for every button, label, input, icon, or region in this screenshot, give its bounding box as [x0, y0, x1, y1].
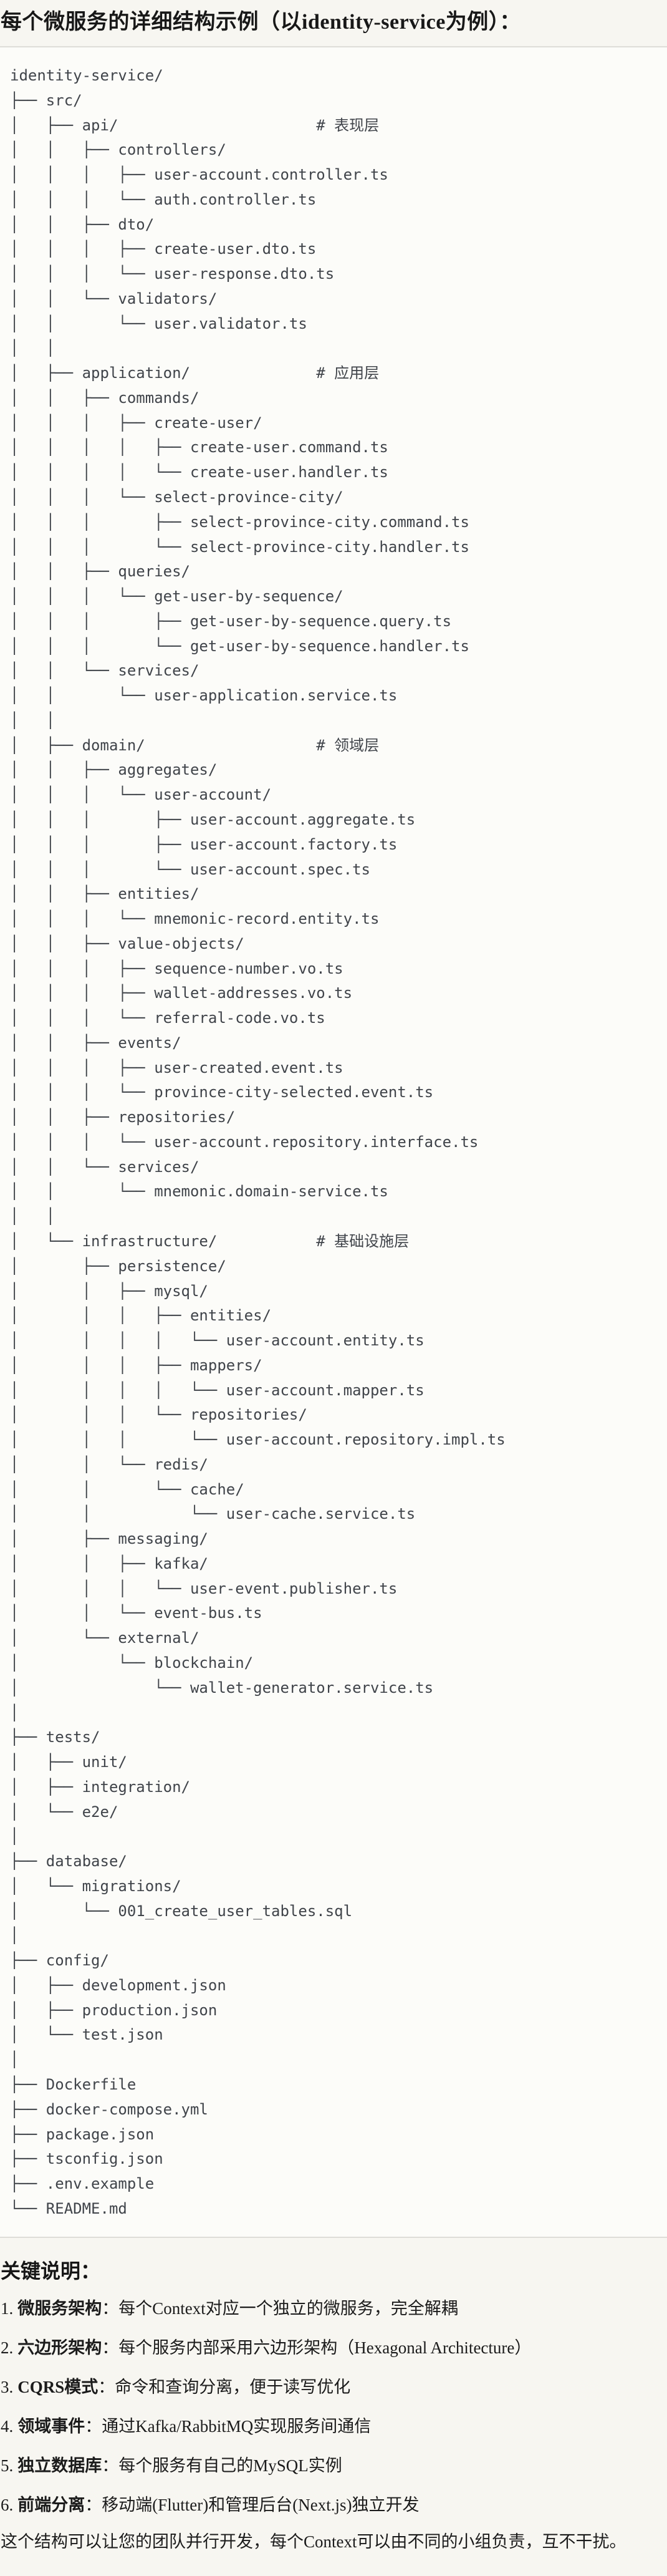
note-label: 前端分离: [17, 2495, 85, 2514]
note-description: ：每个服务内部采用六边形架构（Hexagonal Architecture）: [102, 2338, 532, 2357]
note-number: 4.: [1, 2416, 14, 2436]
notes-section: 关键说明： 1.微服务架构：每个Context对应一个独立的微服务，完全解耦 2…: [0, 2259, 667, 2552]
note-description: ：移动端(Flutter)和管理后台(Next.js)独立开发: [85, 2495, 420, 2514]
notes-heading: 关键说明：: [1, 2259, 101, 2282]
note-label: 独立数据库: [17, 2456, 102, 2475]
note-number: 5.: [1, 2456, 14, 2475]
note-label: 领域事件: [17, 2416, 85, 2436]
document-page: 每个微服务的详细结构示例（以identity-service为例）： ident…: [0, 8, 667, 2552]
note-description: ：通过Kafka/RabbitMQ实现服务间通信: [85, 2416, 372, 2436]
note-number: 2.: [1, 2338, 14, 2357]
page-title: 每个微服务的详细结构示例（以identity-service为例）：: [1, 11, 521, 34]
note-item-2: 2.六边形架构：每个服务内部采用六边形架构（Hexagonal Architec…: [1, 2338, 662, 2358]
note-item-5: 5.独立数据库：每个服务有自己的MySQL实例: [1, 2456, 662, 2476]
note-label: 微服务架构: [17, 2298, 102, 2318]
note-number: 6.: [1, 2495, 14, 2514]
note-item-6: 6.前端分离：移动端(Flutter)和管理后台(Next.js)独立开发: [1, 2496, 662, 2515]
note-item-4: 4.领域事件：通过Kafka/RabbitMQ实现服务间通信: [1, 2417, 662, 2436]
directory-tree-codeblock: identity-service/ ├── src/ │ ├── api/ # …: [0, 46, 667, 2238]
note-description: ：每个服务有自己的MySQL实例: [102, 2456, 342, 2475]
closing-paragraph: 这个结构可以让您的团队并行开发，每个Context可以由不同的小组负责，互不干扰…: [1, 2532, 626, 2551]
note-item-3: 3.CQRS模式：命令和查询分离，便于读写优化: [1, 2378, 662, 2397]
note-label: CQRS模式: [17, 2377, 98, 2396]
note-number: 3.: [1, 2377, 14, 2396]
note-item-1: 1.微服务架构：每个Context对应一个独立的微服务，完全解耦: [1, 2299, 662, 2318]
note-description: ：每个Context对应一个独立的微服务，完全解耦: [102, 2298, 458, 2318]
note-description: ：命令和查询分离，便于读写优化: [98, 2377, 351, 2396]
directory-tree: identity-service/ ├── src/ │ ├── api/ # …: [10, 67, 506, 2217]
note-number: 1.: [1, 2298, 14, 2318]
note-label: 六边形架构: [17, 2338, 102, 2357]
